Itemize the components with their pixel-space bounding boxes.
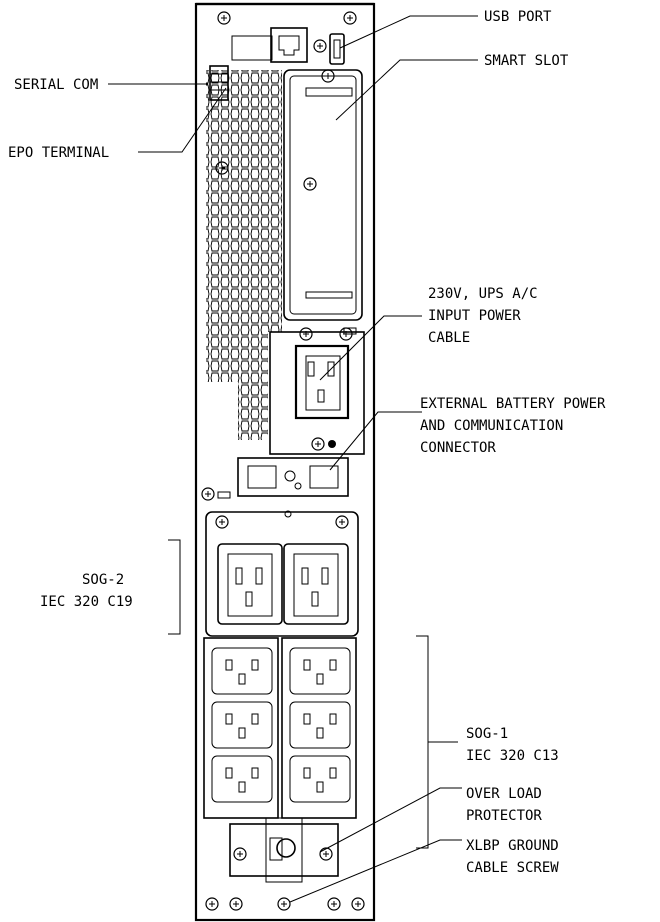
screw-cross-icon xyxy=(205,491,211,497)
external-battery-connector xyxy=(217,457,349,499)
screw-cross-icon xyxy=(317,43,323,49)
label-smart-slot: SMART SLOT xyxy=(484,53,569,69)
screw-icon xyxy=(313,39,327,53)
label-input-power-2: INPUT POWER xyxy=(428,308,521,324)
screw-icon xyxy=(215,161,229,175)
screw-icon xyxy=(229,897,243,911)
screw-icon xyxy=(215,515,229,529)
sog1-outlet-group xyxy=(203,637,357,819)
screw-cross-icon xyxy=(325,73,331,79)
screw-icon xyxy=(303,177,317,191)
screw-icon xyxy=(205,897,219,911)
smart-slot xyxy=(283,69,363,321)
label-sog1-2: IEC 320 C13 xyxy=(466,748,559,764)
serial-com-port xyxy=(231,27,308,63)
label-ext-battery-2: AND COMMUNICATION xyxy=(420,418,563,434)
screw-icon xyxy=(319,847,333,861)
screw-icon xyxy=(233,847,247,861)
label-ext-battery-1: EXTERNAL BATTERY POWER xyxy=(420,396,606,412)
usb-port xyxy=(329,33,345,65)
label-ext-battery-3: CONNECTOR xyxy=(420,440,496,456)
screw-icon xyxy=(311,437,325,451)
label-overload-1: OVER LOAD xyxy=(466,786,542,802)
screw-cross-icon xyxy=(219,165,225,171)
label-overload-2: PROTECTOR xyxy=(466,808,542,824)
screw-icon xyxy=(351,897,365,911)
screw-cross-icon xyxy=(355,901,361,907)
screw-cross-icon xyxy=(303,331,309,337)
screw-icon xyxy=(277,897,291,911)
screw-cross-icon xyxy=(307,181,313,187)
label-usb-port: USB PORT xyxy=(484,9,552,25)
screw-cross-icon xyxy=(339,519,345,525)
epo-terminal xyxy=(209,65,229,101)
screw-cross-icon xyxy=(209,901,215,907)
screw-cross-icon xyxy=(343,331,349,337)
overload-protector xyxy=(229,817,339,883)
screw-icon xyxy=(343,11,357,25)
input-power-module xyxy=(269,327,365,455)
screw-cross-icon xyxy=(237,851,243,857)
label-serial-com: SERIAL COM xyxy=(14,77,98,93)
label-sog1-1: SOG-1 xyxy=(466,726,508,742)
labels: USB PORT SMART SLOT SERIAL COM EPO TERMI… xyxy=(8,9,606,876)
screw-icon xyxy=(327,897,341,911)
screw-icon xyxy=(217,11,231,25)
screw-icon xyxy=(335,515,349,529)
label-epo-terminal: EPO TERMINAL xyxy=(8,145,109,161)
screw-cross-icon xyxy=(233,901,239,907)
label-input-power-3: CABLE xyxy=(428,330,470,346)
label-sog2-2: IEC 320 C19 xyxy=(40,594,133,610)
screw-cross-icon xyxy=(315,441,321,447)
screw-cross-icon xyxy=(347,15,353,21)
screw-icon xyxy=(339,327,353,341)
screw-icon xyxy=(201,487,215,501)
label-ground-1: XLBP GROUND xyxy=(466,838,559,854)
screw-cross-icon xyxy=(331,901,337,907)
screw-icon xyxy=(299,327,313,341)
label-ground-2: CABLE SCREW xyxy=(466,860,559,876)
screw-cross-icon xyxy=(221,15,227,21)
screw-cross-icon xyxy=(323,851,329,857)
chassis xyxy=(194,2,376,922)
screws xyxy=(201,11,365,911)
sog2-outlet-group xyxy=(205,510,359,637)
screw-cross-icon xyxy=(281,901,287,907)
screw-icon xyxy=(321,69,335,83)
label-input-power-1: 230V, UPS A/C xyxy=(428,286,538,302)
leader-lines xyxy=(108,15,478,903)
label-sog2-1: SOG-2 xyxy=(82,572,124,588)
screw-cross-icon xyxy=(219,519,225,525)
